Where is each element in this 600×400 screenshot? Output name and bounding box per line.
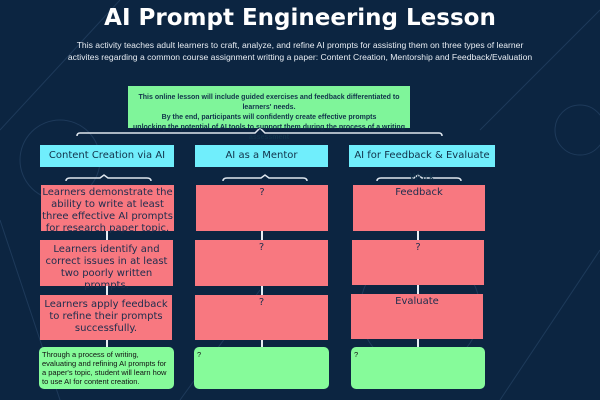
objective-box: Learners apply feedback to refine their … [40,295,172,340]
intro-box: This online lesson will include guided e… [128,86,410,141]
column-header-feedback: AI for Feedback & Evaluate Work [349,145,495,183]
intro-line: By the end, participants will confidentl… [161,114,377,121]
connector-line [106,231,108,351]
intro-line: This online lesson will include guided e… [138,94,400,111]
outcome-box: ? [351,347,485,389]
column-header-mentor: AI as a Mentor [195,145,328,167]
objective-box: ? [195,295,328,340]
objective-box: ? [195,240,328,286]
objective-box: ? [196,185,328,231]
connector-line [417,231,419,351]
page-title: AI Prompt Engineering Lesson [104,5,496,31]
intro-line: unlocking the potential of AI tools to s… [133,124,405,141]
outcome-box: Through a process of writing, evaluating… [39,347,174,389]
connector-line [261,231,263,351]
outcome-box: ? [194,347,329,389]
subtitle-line-2: activites regarding a common course assi… [67,52,533,62]
column-header-content-creation: Content Creation via AI [40,145,174,167]
objective-box: ? [352,240,484,285]
connector-braces [65,126,462,182]
objective-box: Learners identify and correct issues in … [40,240,173,291]
subtitle-line-1: This activity teaches adult learners to … [76,40,524,50]
objective-box: Learners demonstrate the ability to writ… [41,185,174,234]
objective-box: Feedback [353,185,485,231]
objective-box: Evaluate [351,294,483,339]
